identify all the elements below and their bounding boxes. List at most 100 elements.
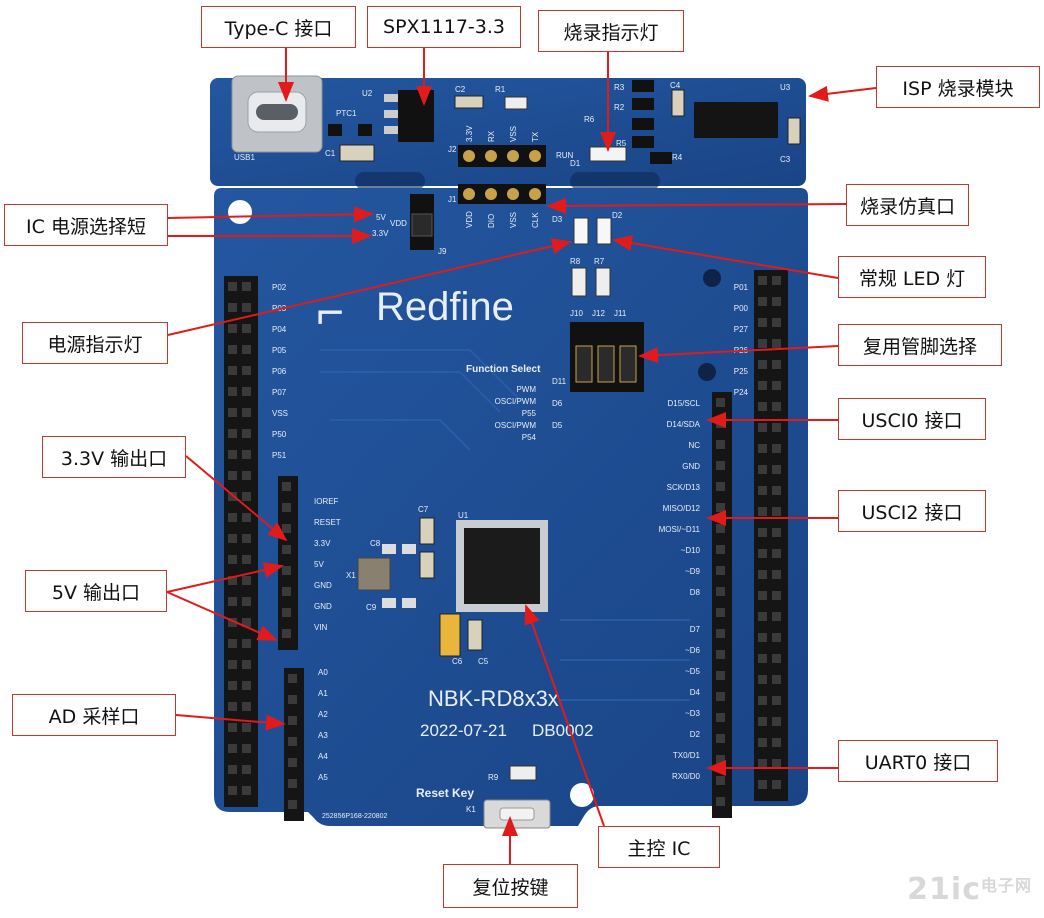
brand-logo-mark: ⌐ bbox=[316, 286, 344, 339]
callout-mcu: 主控 IC bbox=[598, 826, 720, 868]
right-pin-label: P24 bbox=[734, 388, 749, 397]
component-designator: D2 bbox=[612, 211, 623, 220]
mux-label: P54 bbox=[522, 433, 537, 442]
mux-label: P55 bbox=[522, 409, 537, 418]
isp-module bbox=[210, 75, 806, 190]
component-designator: C8 bbox=[370, 539, 381, 548]
mount-hole bbox=[570, 783, 594, 807]
power-led-d3 bbox=[573, 217, 589, 245]
arduino-power-label: 5V bbox=[314, 560, 324, 569]
j9-power-jumper bbox=[410, 194, 434, 250]
function-select-label: Function Select bbox=[466, 364, 541, 375]
left-pin-label: P06 bbox=[272, 367, 287, 376]
digital-pin-label: GND bbox=[682, 462, 700, 471]
component-designator: C6 bbox=[452, 657, 463, 666]
arrow-ic-power-5v bbox=[167, 206, 374, 223]
component-designator: J9 bbox=[438, 247, 447, 256]
analog-pin-label: A5 bbox=[318, 773, 328, 782]
analog-pin-label: A2 bbox=[318, 710, 328, 719]
component-designator: 3.3V bbox=[372, 229, 389, 238]
component-designator: 5V bbox=[376, 213, 386, 222]
callout-isp: ISP 烧录模块 bbox=[876, 66, 1040, 108]
programmer-pin-label: TX bbox=[531, 131, 540, 142]
right-pin-header bbox=[754, 270, 788, 801]
callout-5v: 5V 输出口 bbox=[25, 570, 167, 612]
swd-pin-label: DIO bbox=[487, 214, 496, 228]
left-pin-label: P05 bbox=[272, 346, 287, 355]
right-pin-label: P27 bbox=[734, 325, 749, 334]
callout-burn-led: 烧录指示灯 bbox=[538, 10, 684, 52]
callout-reset: 复位按键 bbox=[443, 864, 578, 908]
digital-pin-label: D2 bbox=[690, 730, 701, 739]
mux-target-label: D11 bbox=[552, 377, 567, 386]
component-designator: C2 bbox=[455, 85, 466, 94]
left-pin-label: P50 bbox=[272, 430, 287, 439]
component-designator: U3 bbox=[780, 83, 791, 92]
jumper-label: J11 bbox=[614, 309, 627, 318]
analog-pin-label: A1 bbox=[318, 689, 328, 698]
digital-pin-label: ~D3 bbox=[685, 709, 700, 718]
jumper-label: J12 bbox=[592, 309, 605, 318]
arrow-led bbox=[612, 235, 839, 279]
digital-header bbox=[712, 392, 732, 818]
watermark: 21ic电子网 bbox=[907, 872, 1032, 907]
left-pin-label: P51 bbox=[272, 451, 287, 460]
mux-label: OSCI/PWM bbox=[495, 421, 537, 430]
reset-key-label: Reset Key bbox=[416, 786, 474, 800]
digital-pin-label: ~D10 bbox=[681, 546, 701, 555]
arduino-power-label: RESET bbox=[314, 518, 341, 527]
swd-pin-label: VDD bbox=[465, 211, 474, 228]
programmer-pin-label: VSS bbox=[509, 126, 518, 142]
arduino-power-header bbox=[278, 476, 298, 650]
arrow-isp bbox=[808, 85, 877, 102]
right-pin-label: P25 bbox=[734, 367, 749, 376]
component-designator: U2 bbox=[362, 89, 373, 98]
arrow-power-led bbox=[167, 238, 572, 336]
component-designator: R5 bbox=[616, 139, 627, 148]
programmer-pin-label: RX bbox=[487, 130, 496, 142]
callout-mux: 复用管脚选择 bbox=[838, 324, 1002, 366]
arrow-3v3 bbox=[185, 455, 288, 542]
callout-spx: SPX1117-3.3 bbox=[367, 6, 521, 48]
callout-uart0: UART0 接口 bbox=[838, 740, 998, 782]
main-pcb bbox=[214, 188, 808, 826]
jumper-label: J10 bbox=[570, 309, 583, 318]
callout-burn-emu: 烧录仿真口 bbox=[846, 184, 969, 226]
digital-pin-label: RX0/D0 bbox=[672, 772, 701, 781]
arduino-power-label: IOREF bbox=[314, 497, 339, 506]
right-pin-label: P01 bbox=[734, 283, 749, 292]
callout-led: 常规 LED 灯 bbox=[838, 256, 986, 298]
component-designator: R9 bbox=[488, 773, 499, 782]
component-designator: R1 bbox=[495, 85, 506, 94]
digital-pin-label: ~D5 bbox=[685, 667, 700, 676]
analog-pin-label: A0 bbox=[318, 668, 328, 677]
arduino-power-label: GND bbox=[314, 581, 332, 590]
analog-pin-label: A3 bbox=[318, 731, 328, 740]
board-date: 2022-07-21 bbox=[420, 721, 507, 740]
component-designator: J1 bbox=[448, 195, 457, 204]
callout-power-led: 电源指示灯 bbox=[22, 322, 168, 364]
component-designator: U1 bbox=[458, 511, 469, 520]
digital-pin-label: TX0/D1 bbox=[673, 751, 701, 760]
mux-label: OSCI/PWM bbox=[495, 397, 537, 406]
component-designator: R7 bbox=[594, 257, 605, 266]
component-designator: R3 bbox=[614, 83, 625, 92]
analog-pin-label: A4 bbox=[318, 752, 328, 761]
digital-pin-label: NC bbox=[688, 441, 700, 450]
board-code: DB0002 bbox=[532, 721, 593, 740]
component-designator: J2 bbox=[448, 145, 457, 154]
component-designator: C4 bbox=[670, 81, 681, 90]
reset-button bbox=[483, 799, 551, 829]
callout-3v3: 3.3V 输出口 bbox=[42, 436, 186, 478]
j2-header bbox=[458, 145, 546, 167]
component-designator: C9 bbox=[366, 603, 377, 612]
component-designator: VDD bbox=[390, 219, 407, 228]
left-pin-label: VSS bbox=[272, 409, 288, 418]
component-designator: R4 bbox=[672, 153, 683, 162]
arrow-mcu bbox=[524, 604, 605, 827]
right-pin-label: P00 bbox=[734, 304, 749, 313]
component-designator: C3 bbox=[780, 155, 791, 164]
programmer-pin-label: 3.3V bbox=[465, 125, 474, 142]
